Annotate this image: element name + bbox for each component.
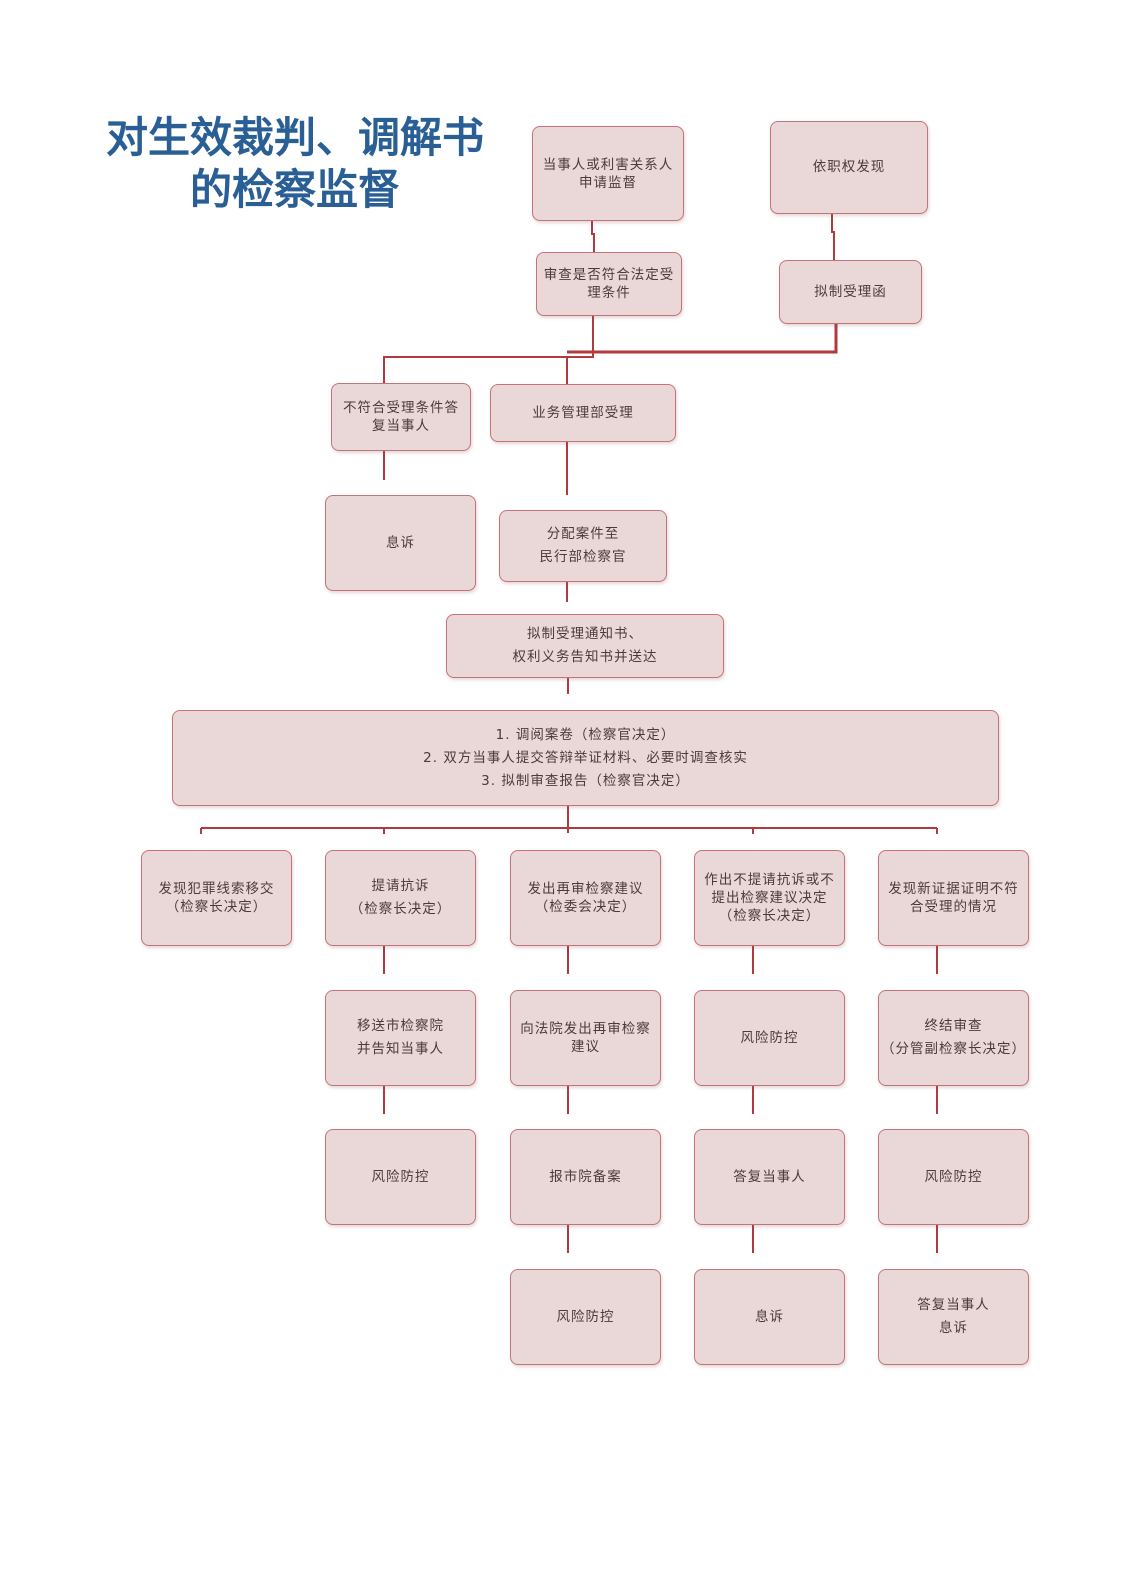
node-to-court: 向法院发出再审检察 建议 bbox=[510, 990, 661, 1086]
node-reply-col4: 答复当事人 bbox=[694, 1129, 845, 1225]
node-notice-delivery: 拟制受理通知书、 权利义务告知书并送达 bbox=[446, 614, 724, 678]
node-risk-col3: 风险防控 bbox=[510, 1269, 661, 1365]
node-apply-supervision: 当事人或利害关系人 申请监督 bbox=[532, 126, 684, 221]
node-not-meet-conditions: 不符合受理条件答 复当事人 bbox=[331, 383, 471, 451]
node-retrial-suggestion: 发出再审检察建议 （检委会决定） bbox=[510, 850, 661, 946]
title-line-1: 对生效裁判、调解书 bbox=[105, 113, 484, 162]
node-terminate: 终结审查 （分管副检察长决定） bbox=[878, 990, 1029, 1086]
node-assign-case: 分配案件至 民行部检察官 bbox=[499, 510, 667, 582]
node-no-protest: 作出不提请抗诉或不 提出检察建议决定 （检察长决定） bbox=[694, 850, 845, 946]
connector-apply-review bbox=[591, 208, 595, 252]
node-crime-clue: 发现犯罪线索移交 （检察长决定） bbox=[141, 850, 292, 946]
node-ex-officio: 依职权发现 bbox=[770, 121, 928, 214]
node-close-1: 息诉 bbox=[325, 495, 476, 591]
page-title: 对生效裁判、调解书 的检察监督 bbox=[100, 112, 490, 216]
node-report-city: 报市院备案 bbox=[510, 1129, 661, 1225]
node-transfer-city: 移送市检察院 并告知当事人 bbox=[325, 990, 476, 1086]
node-review-process: 1. 调阅案卷（检察官决定） 2. 双方当事人提交答辩举证材料、必要时调查核实 … bbox=[172, 710, 999, 806]
node-dept-accept: 业务管理部受理 bbox=[490, 384, 676, 442]
node-close-col4: 息诉 bbox=[694, 1269, 845, 1365]
connector-process-branches bbox=[200, 806, 938, 834]
node-draft-accept-letter: 拟制受理函 bbox=[779, 260, 922, 324]
title-line-2: 的检察监督 bbox=[189, 165, 400, 214]
node-new-evidence: 发现新证据证明不符 合受理的情况 bbox=[878, 850, 1029, 946]
node-risk-col5: 风险防控 bbox=[878, 1129, 1029, 1225]
node-protest: 提请抗诉 （检察长决定） bbox=[325, 850, 476, 946]
node-reply-close-col5: 答复当事人 息诉 bbox=[878, 1269, 1029, 1365]
connector-letter-merge bbox=[567, 324, 838, 354]
connector-review-split bbox=[383, 316, 594, 383]
connector-exofficio-letter bbox=[831, 212, 835, 260]
node-risk-col2: 风险防控 bbox=[325, 1129, 476, 1225]
node-review-conditions: 审查是否符合法定受 理条件 bbox=[536, 252, 682, 316]
node-risk-col4: 风险防控 bbox=[694, 990, 845, 1086]
